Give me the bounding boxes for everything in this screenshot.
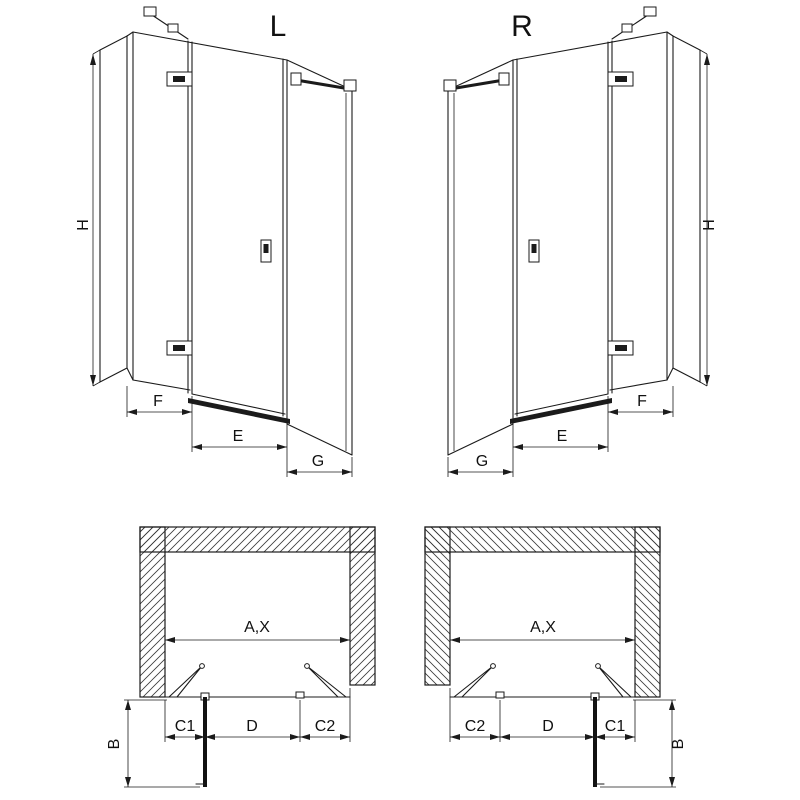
labels: L R H F E G H F E G A,X C1 D C2 B A,X C2… — [75, 10, 718, 749]
elevation-right-drawing — [442, 5, 712, 479]
dim-label-c1-right: C1 — [605, 718, 626, 735]
dim-label-c2-left: C2 — [315, 718, 336, 735]
variant-right-title: R — [511, 10, 533, 43]
dim-label-g-left: G — [312, 453, 324, 470]
dim-label-c1-left: C1 — [175, 718, 196, 735]
dim-label-d-right: D — [542, 718, 554, 735]
dim-label-ax-right: A,X — [530, 619, 556, 636]
plan-left-drawing — [122, 525, 377, 789]
dim-label-g-right: G — [476, 453, 488, 470]
dim-label-f-right: F — [637, 393, 647, 410]
plan-right-drawing — [423, 525, 678, 789]
dim-label-e-left: E — [233, 428, 244, 445]
dim-label-c2-right: C2 — [465, 718, 486, 735]
elevation-left-drawing — [88, 5, 358, 479]
dim-label-h-right: H — [701, 219, 718, 231]
dim-label-b-right: B — [670, 739, 687, 750]
dim-label-b-left: B — [106, 739, 123, 750]
dim-label-h-left: H — [75, 219, 92, 231]
dim-label-ax-left: A,X — [244, 619, 270, 636]
dim-label-e-right: E — [557, 428, 568, 445]
dim-label-f-left: F — [153, 393, 163, 410]
variant-left-title: L — [270, 10, 287, 43]
dim-label-d-left: D — [246, 718, 258, 735]
